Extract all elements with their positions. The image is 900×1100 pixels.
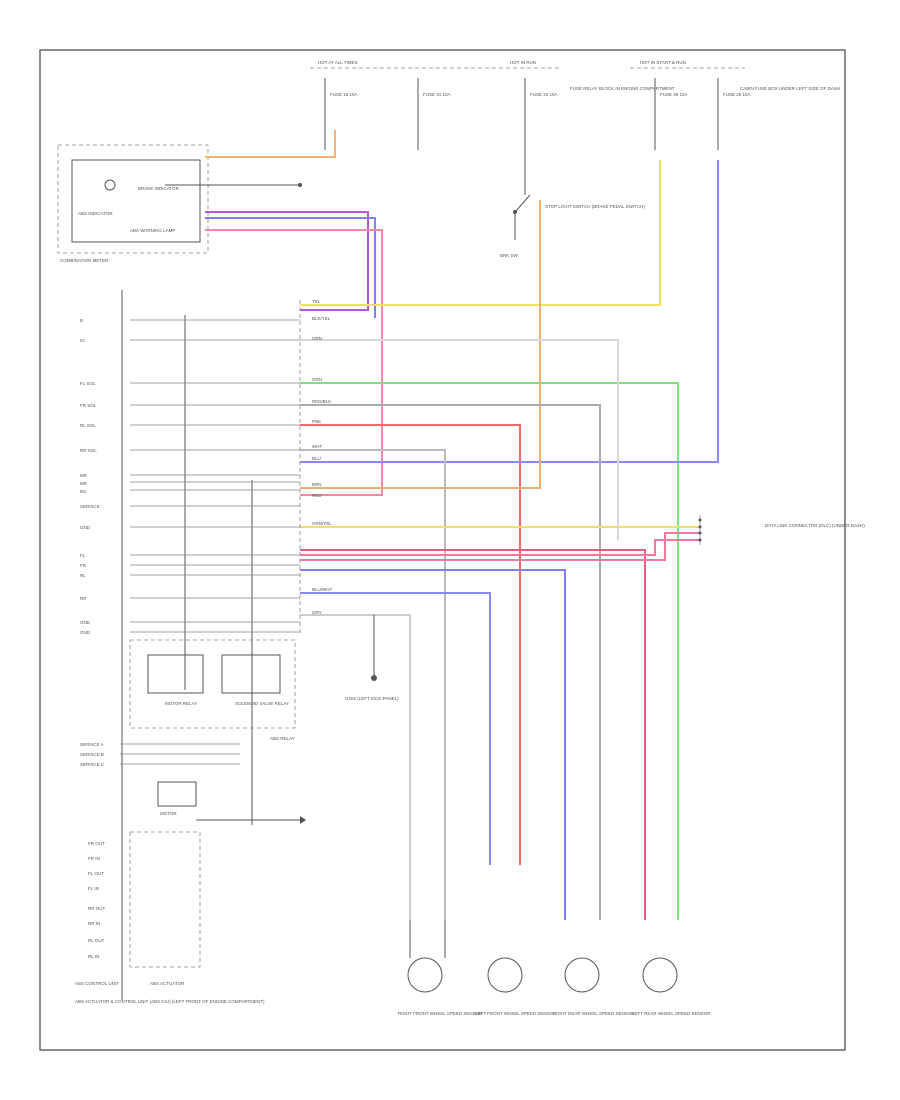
motor-label: MOTOR <box>160 811 177 816</box>
wire-label-blu: BLU <box>312 456 321 461</box>
service-label-2: SERVICE C <box>80 762 105 767</box>
wire-label-red-blk: RED/BLK <box>312 399 331 404</box>
pin-lines <box>130 319 300 633</box>
data-link-connector: DATA LINK CONNECTOR (DLC) (UNDER DASH) <box>698 515 865 545</box>
wire-label-yel: YEL <box>312 299 321 304</box>
ground-point: G202 (LEFT KICK PANEL) <box>345 615 399 701</box>
fuse-header-3: HOT IN START & RUN <box>640 60 686 65</box>
pin-label-3: FR SOL <box>80 403 97 408</box>
wheel-speed-sensors: RIGHT FRONT WHEEL SPEED SENSOR LEFT FRON… <box>398 920 711 1016</box>
wire-label-orn: ORN <box>312 336 322 341</box>
pin-label-13: RL <box>80 573 86 578</box>
pin-label-4: RL SOL <box>80 423 96 428</box>
fuse-label-1: FUSE 15 10A <box>330 92 358 97</box>
wire-label-red: RED <box>312 493 322 498</box>
abs-warning-lamp-label: ABS WARNING LAMP <box>130 228 175 233</box>
pin-label-0: B <box>80 318 83 323</box>
fuse-label-2: FUSE 31 10A <box>423 92 451 97</box>
wire-color-labels: YEL BLK/YEL ORN GRN RED/BLK PNK WHT BLU … <box>312 299 333 615</box>
dlc-label: DATA LINK CONNECTOR (DLC) (UNDER DASH) <box>765 523 865 528</box>
pin-label-2: FL SOL <box>80 381 96 386</box>
fuse-label-5: FUSE 25 10A <box>723 92 751 97</box>
sensor-lr: LEFT REAR WHEEL SPEED SENSOR <box>632 957 711 1016</box>
pin-label-16: GND <box>80 630 91 635</box>
actuator-label-4: RR OUT <box>88 906 105 911</box>
fuse-label-4: FUSE 39 10A <box>660 92 688 97</box>
actuator-label-2: FL OUT <box>88 871 104 876</box>
stop-light-switch-label: STOP LIGHT SWITCH (BRAKE PEDAL SWITCH) <box>545 204 645 209</box>
pin-label-11: FL <box>80 553 86 558</box>
sensor-rr: RIGHT REAR WHEEL SPEED SENSOR <box>553 957 635 1016</box>
fuse-label-3: FUSE 22 10A <box>530 92 558 97</box>
wire-label-grn: GRN <box>312 377 322 382</box>
sensor-rf: RIGHT FRONT WHEEL SPEED SENSOR <box>398 920 483 1016</box>
lower-relays: MOTOR RELAY SOLENOID VALVE RELAY ABS REL… <box>75 639 306 1004</box>
pin-label-5: RR SOL <box>80 448 97 453</box>
wire-label-wht: WHT <box>312 444 322 449</box>
actuator-label-6: RL OUT <box>88 938 105 943</box>
pin-label-15: GND <box>80 620 91 625</box>
pin-label-14: RR <box>80 596 87 601</box>
diagram-frame <box>39 49 846 1051</box>
service-label-0: SERVICE A <box>80 742 104 747</box>
combination-meter-section: COMBINATION METER <box>60 258 109 263</box>
control-unit-connector: B IG FL SOL FR SOL RL SOL RR SOL MR MR B… <box>80 290 301 1000</box>
brk-sw-label: BRK SW <box>500 253 519 258</box>
wire-label-gry: GRY <box>312 610 322 615</box>
pin-label-9: SERVICE <box>80 504 100 509</box>
wire-label-grn-yel: GRN/YEL <box>312 521 332 526</box>
fuse-note-2: CABIN FUSE BOX UNDER LEFT SIDE OF DASH <box>740 86 840 91</box>
wire-label-blu-wht: BLU/WHT <box>312 587 333 592</box>
abs-indicator-label: ABS INDICATOR <box>78 211 113 216</box>
stop-light-switch: STOP LIGHT SWITCH (BRAKE PEDAL SWITCH) B… <box>500 150 645 258</box>
brake-indicator-label: BRAKE INDICATOR <box>138 186 180 191</box>
wire-label-pnk: PNK <box>312 419 321 424</box>
actuator-label-1: FR IN <box>88 856 100 861</box>
actuator-label-5: RR IN <box>88 921 100 926</box>
wire-harness <box>205 130 719 920</box>
sensor-label-2: RIGHT REAR WHEEL SPEED SENSOR <box>553 1011 635 1016</box>
service-label-1: SERVICE B <box>80 752 104 757</box>
wire-label-brn: BRN <box>312 482 322 487</box>
wire-label-blk-yel: BLK/YEL <box>312 316 331 321</box>
actuator-label-0: FR OUT <box>88 841 105 846</box>
pin-label-8: BS <box>80 489 86 494</box>
control-unit-label: ABS CONTROL UNIT <box>75 981 119 986</box>
solenoid-relay-label: SOLENOID VALVE RELAY <box>235 701 289 706</box>
pin-label-7: MR <box>80 481 88 486</box>
fuse-header-2: HOT IN RUN <box>510 60 536 65</box>
actuator-label-3: FL IN <box>88 886 99 891</box>
motor-relay-label: MOTOR RELAY <box>165 701 197 706</box>
fuse-note-1: FUSE RELAY BLOCK IN ENGINE COMPARTMENT <box>570 86 675 91</box>
sensor-label-1: LEFT FRONT WHEEL SPEED SENSOR <box>475 1011 557 1016</box>
pin-label-12: FR <box>80 563 87 568</box>
combination-meter: ABS INDICATOR BRAKE INDICATOR ABS WARNIN… <box>57 144 302 263</box>
bottom-note: ABS ACTUATOR & CONTROL UNIT (ABS C/U) (L… <box>75 999 265 1004</box>
actuator-label-7: RL IN <box>88 954 99 959</box>
pin-label-1: IG <box>80 338 85 343</box>
fuse-header-1: HOT AT ALL TIMES <box>318 60 358 65</box>
pin-label-6: MR <box>80 473 88 478</box>
sensor-label-0: RIGHT FRONT WHEEL SPEED SENSOR <box>398 1011 483 1016</box>
pin-label-10: GND <box>80 525 91 530</box>
arrow-icon <box>300 816 306 824</box>
sensor-lf: LEFT FRONT WHEEL SPEED SENSOR <box>475 957 557 1016</box>
actuator-label: ABS ACTUATOR <box>150 981 185 986</box>
sensor-label-3: LEFT REAR WHEEL SPEED SENSOR <box>632 1011 711 1016</box>
abs-relay-label: ABS RELAY <box>270 736 295 741</box>
ground-label: G202 (LEFT KICK PANEL) <box>345 696 399 701</box>
fuse-block: HOT AT ALL TIMES HOT IN RUN HOT IN START… <box>310 60 840 150</box>
